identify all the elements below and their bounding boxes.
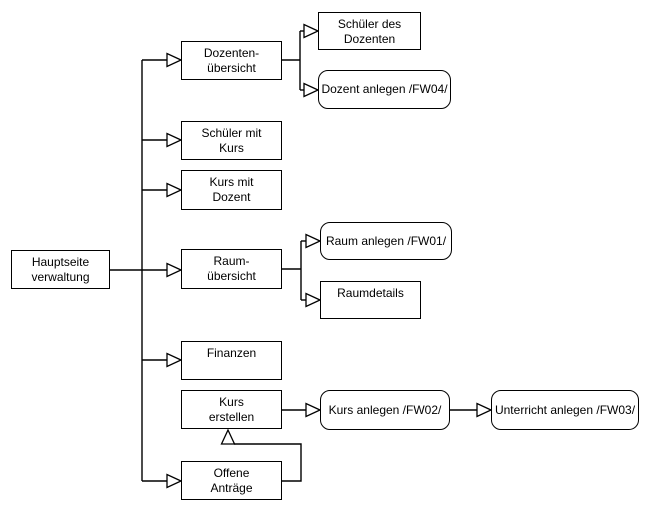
arrowhead	[166, 182, 183, 198]
node-kurs-anlegen-label: Kurs anlegen /FW02/	[328, 402, 442, 417]
arrowhead	[305, 292, 322, 308]
edge-offene-kurs-erstellen	[234, 443, 302, 482]
node-raum-uebersicht[interactable]: Raum- übersicht	[181, 249, 282, 289]
node-offene-antraege[interactable]: Offene Anträge	[181, 461, 282, 500]
node-hauptseite-verwaltung-label: Hauptseite verwaltung	[31, 255, 90, 284]
node-kurs-mit-dozent-label: Kurs mit Dozent	[209, 175, 254, 204]
arrowhead-up	[220, 428, 236, 445]
node-kurs-anlegen[interactable]: Kurs anlegen /FW02/	[320, 390, 450, 430]
arrowhead	[166, 352, 183, 368]
node-dozenten-uebersicht[interactable]: Dozenten- übersicht	[181, 41, 282, 80]
node-dozenten-uebersicht-label: Dozenten- übersicht	[203, 46, 260, 75]
node-offene-antraege-label: Offene Anträge	[210, 466, 253, 495]
node-hauptseite-verwaltung[interactable]: Hauptseite verwaltung	[11, 250, 110, 289]
node-raumdetails[interactable]: Raumdetails	[320, 281, 421, 319]
arrowhead	[305, 233, 322, 249]
arrowhead	[303, 82, 320, 98]
arrowhead	[166, 132, 183, 148]
node-raumdetails-label: Raumdetails	[337, 286, 404, 300]
arrowhead	[303, 23, 320, 39]
arrowhead	[305, 402, 322, 418]
node-kurs-mit-dozent[interactable]: Kurs mit Dozent	[181, 170, 282, 210]
node-dozent-anlegen-label: Dozent anlegen /FW04/	[321, 82, 448, 96]
node-unterricht-anlegen-label: Unterricht anlegen /FW03/	[494, 402, 636, 417]
node-unterricht-anlegen[interactable]: Unterricht anlegen /FW03/	[491, 390, 639, 430]
node-raum-anlegen-label: Raum anlegen /FW01/	[325, 233, 447, 248]
node-schueler-des-dozenten-label: Schüler des Dozenten	[337, 17, 402, 46]
node-raum-anlegen[interactable]: Raum anlegen /FW01/	[320, 222, 452, 260]
node-finanzen-label: Finanzen	[206, 346, 257, 360]
arrowhead	[476, 402, 493, 418]
node-schueler-des-dozenten[interactable]: Schüler des Dozenten	[318, 12, 421, 50]
arrowhead	[166, 262, 183, 278]
node-raum-uebersicht-label: Raum- übersicht	[207, 254, 256, 283]
node-kurs-erstellen[interactable]: Kurs erstellen	[181, 390, 282, 429]
node-schueler-mit-kurs[interactable]: Schüler mit Kurs	[181, 121, 282, 160]
arrowhead	[166, 473, 183, 489]
node-kurs-erstellen-label: Kurs erstellen	[208, 395, 255, 424]
node-dozent-anlegen[interactable]: Dozent anlegen /FW04/	[318, 70, 451, 109]
arrowhead	[166, 52, 183, 68]
node-schueler-mit-kurs-label: Schüler mit Kurs	[201, 126, 262, 155]
node-finanzen[interactable]: Finanzen	[181, 341, 282, 380]
